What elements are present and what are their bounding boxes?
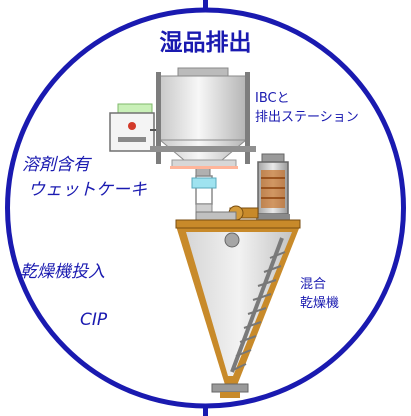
cip-label: CIP [80, 310, 108, 330]
mixer-dryer-line2: 乾燥機 [300, 296, 340, 311]
solvent-wet-cake-line1: 溶剤含有 [22, 155, 90, 175]
top-connector [203, 0, 208, 10]
boundary-circle [5, 7, 406, 409]
screw-agitator-icon [224, 232, 286, 373]
ibc-station-icon [150, 67, 256, 215]
ibc-station-line2: 排出ステーション [255, 110, 359, 125]
mixer-dryer-line1: 混合 [300, 277, 327, 292]
solvent-wet-cake-label: 溶剤含有 ウェットケーキ [22, 150, 147, 200]
dryer-input-label: 乾燥機投入 [20, 262, 105, 282]
conical-dryer-icon [175, 219, 301, 398]
ibc-station-line1: IBCと [255, 91, 290, 106]
solvent-wet-cake-line2: ウェットケーキ [28, 180, 147, 200]
control-panel-icon [109, 103, 175, 152]
condenser-icon [256, 153, 290, 235]
mixer-dryer-label: 混合 乾燥機 [300, 275, 339, 313]
bottom-connector [203, 406, 208, 416]
ibc-station-label: IBCと 排出ステーション [255, 89, 359, 127]
diagram-title: 湿品排出 [159, 30, 252, 56]
